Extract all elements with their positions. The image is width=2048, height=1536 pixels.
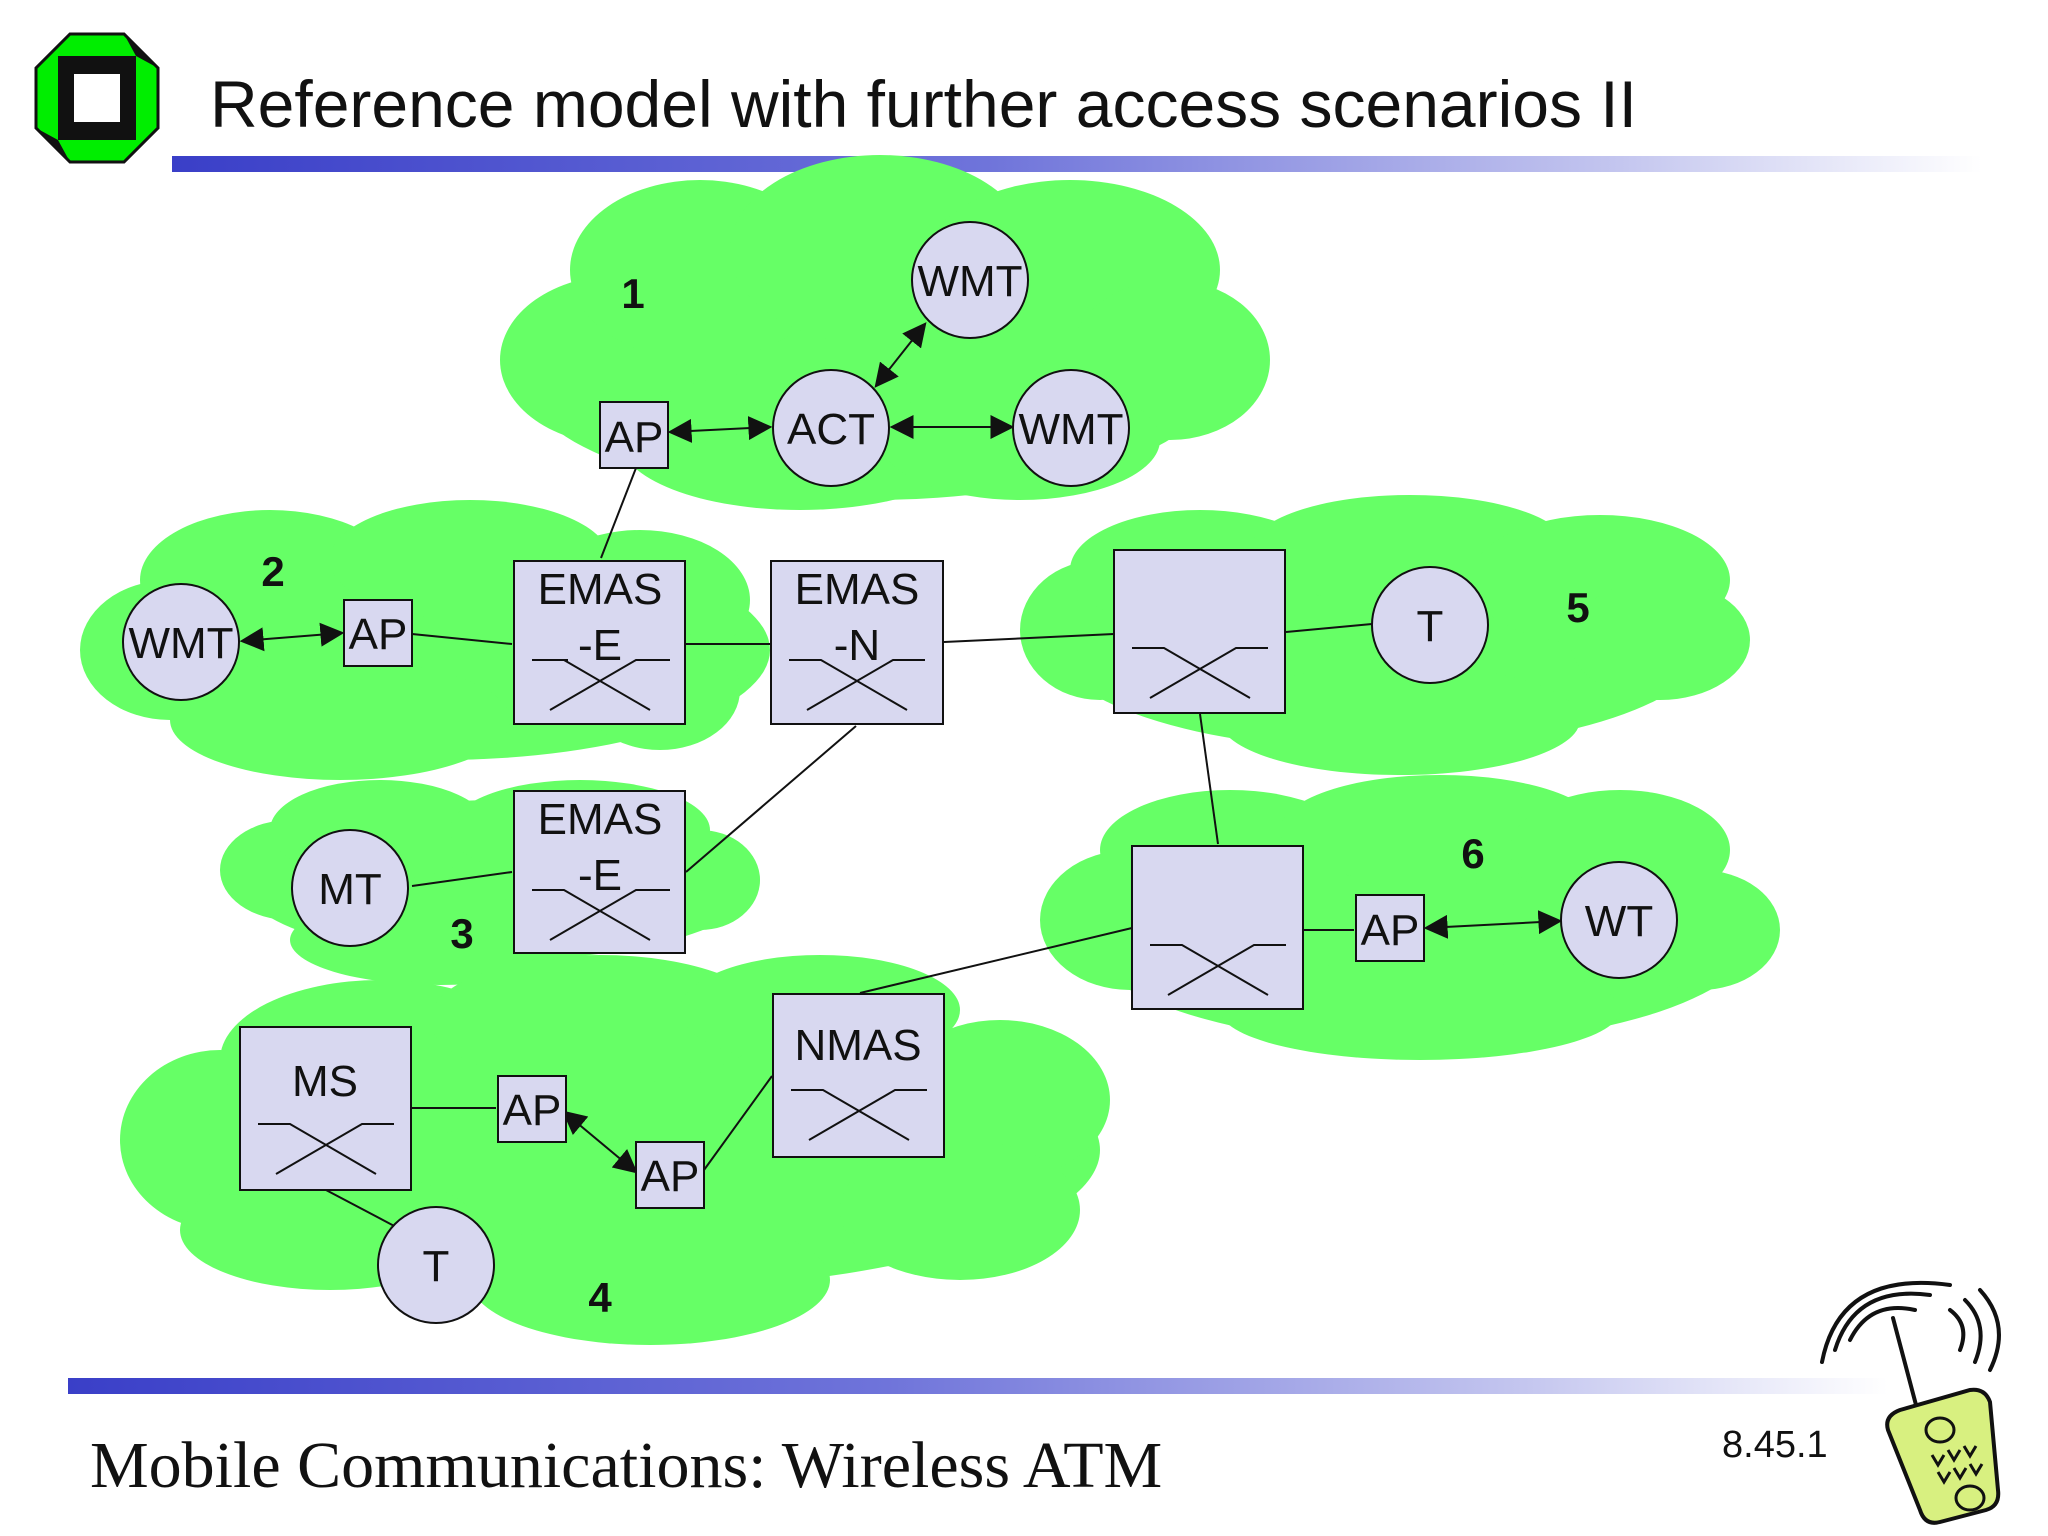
link-ap4b-nmas: [703, 1075, 773, 1171]
title-underline-bar: [172, 156, 1982, 172]
label-emas-e-2-line1: EMAS: [538, 795, 663, 844]
switch-icon: [791, 1089, 927, 1141]
label-act: ACT: [787, 405, 875, 454]
label-wt: WT: [1585, 897, 1653, 946]
footer-bar: [68, 1378, 1888, 1394]
node-t-4: [377, 1206, 495, 1324]
cloud-number-6: 6: [1461, 830, 1484, 877]
node-emas-e-2: [513, 790, 686, 954]
link-ap1-emas-e1: [600, 467, 637, 559]
link-emas-n-switch5: [943, 633, 1115, 643]
label-emas-e-1-line1: EMAS: [538, 565, 663, 614]
label-mt: MT: [318, 865, 382, 914]
node-switch-5: [1113, 549, 1286, 714]
node-t-5: [1371, 566, 1489, 684]
label-ap-4a: AP: [503, 1086, 562, 1135]
cloud-number-1: 1: [621, 270, 644, 317]
link-mt-emas-e2: [411, 871, 513, 887]
switch-icon: [532, 889, 670, 941]
node-ap-2: [343, 599, 413, 667]
label-nmas: NMAS: [794, 1021, 921, 1070]
node-emas-n: [770, 560, 944, 725]
label-ap-1: AP: [605, 413, 664, 462]
node-ap-1: [599, 401, 669, 469]
label-ap-6: AP: [1361, 906, 1420, 955]
arrow-ap1-act: [667, 416, 773, 443]
cloud-number-2: 2: [261, 548, 284, 595]
link-switch5-switch6: [1199, 713, 1219, 845]
switch-icon: [1132, 647, 1268, 699]
switch-icon: [789, 659, 925, 711]
node-mt: [291, 829, 409, 947]
node-switch-6: [1131, 845, 1304, 1010]
cloud-number-3: 3: [450, 910, 473, 957]
arrow-ap6-wt: [1423, 910, 1563, 939]
node-act: [772, 369, 890, 487]
slide-number: 8.45.1: [1722, 1424, 1828, 1466]
slide-title: Reference model with further access scen…: [210, 67, 1637, 141]
label-ap-4b: AP: [641, 1152, 700, 1201]
node-ap-4a: [497, 1075, 567, 1143]
label-emas-e-2-line2: -E: [578, 851, 622, 900]
cloud-number-5: 5: [1566, 584, 1589, 631]
label-emas-n-line2: -N: [834, 621, 880, 670]
label-emas-n-line1: EMAS: [795, 565, 920, 614]
cloud-number-4: 4: [588, 1274, 612, 1321]
label-wmt-2: WMT: [1018, 405, 1123, 454]
link-emas-e2-emas-n: [685, 725, 857, 873]
arrow-wmt3-ap2: [239, 622, 345, 652]
node-emas-e-1: [513, 560, 686, 725]
label-ap-2: AP: [349, 610, 408, 659]
label-emas-e-1-line2: -E: [578, 621, 622, 670]
link-switch6-nmas: [859, 927, 1133, 994]
label-wmt-1: WMT: [917, 257, 1022, 306]
node-wt: [1560, 861, 1678, 979]
arrow-act-wmt1: [874, 322, 927, 388]
link-ms-t4: [325, 1189, 399, 1229]
footer-title: Mobile Communications: Wireless ATM: [90, 1429, 1163, 1502]
switch-icon: [258, 1123, 394, 1175]
node-ap-6: [1355, 894, 1425, 962]
label-ms: MS: [292, 1057, 358, 1106]
switch-icon: [1150, 944, 1286, 996]
node-ms: [239, 1026, 412, 1191]
mobile-phone-clipart-icon: [1820, 1280, 2001, 1525]
node-wmt-3: [122, 583, 240, 701]
label-wmt-3: WMT: [128, 619, 233, 668]
university-logo-icon: [34, 32, 160, 164]
node-wmt-1: [911, 221, 1029, 339]
switch-symbols: [258, 647, 1286, 1175]
link-switch5-t5: [1285, 623, 1373, 633]
node-nmas: [772, 993, 945, 1158]
switch-icon: [532, 659, 670, 711]
node-wmt-2: [1012, 369, 1130, 487]
node-ap-4b: [635, 1141, 705, 1209]
link-ap2-emas-e1: [411, 633, 513, 645]
arrow-ap4a-ap4b: [562, 1110, 638, 1174]
label-t-5: T: [1417, 602, 1444, 651]
label-t-4: T: [423, 1242, 450, 1291]
